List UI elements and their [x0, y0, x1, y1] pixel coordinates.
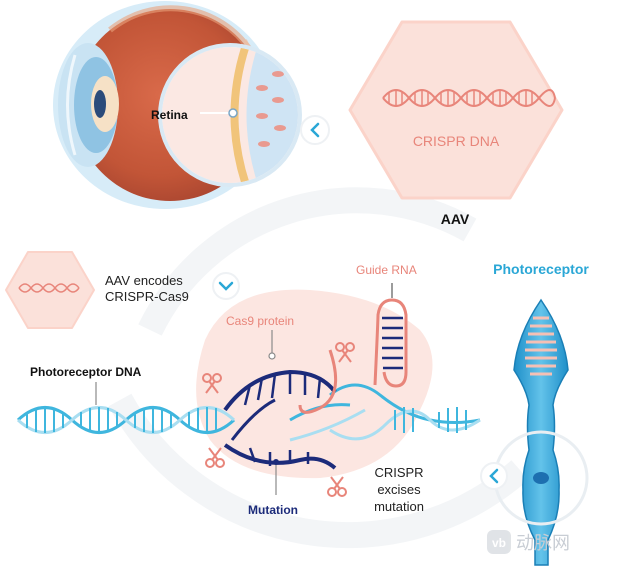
mutation-label: Mutation: [248, 503, 298, 517]
photoreceptor-cell: [493, 298, 589, 566]
chevron-down-icon[interactable]: [212, 272, 240, 300]
mutation-dna-segment: [223, 369, 366, 470]
aav-small-hexagon: [5, 251, 95, 329]
photoreceptor-dna-helix: [16, 383, 481, 441]
background-arcs: [108, 187, 529, 549]
cas9-protein-label: Cas9 protein: [226, 314, 294, 328]
photoreceptor-title: Photoreceptor: [493, 261, 589, 277]
photoreceptor-dna-label: Photoreceptor DNA: [30, 365, 142, 379]
small-dna-helix-icon: [18, 283, 80, 293]
watermark-logo-icon: vb: [487, 530, 511, 554]
guide-rna-label: Guide RNA: [356, 263, 417, 277]
guide-rna: [298, 283, 408, 414]
eye-illustration: [53, 1, 302, 209]
cas9-protein-blob: [196, 289, 433, 479]
crispr-excises-line2: excises: [377, 482, 421, 497]
leader-lines: [95, 330, 279, 495]
crispr-excises-line1: CRISPR: [374, 465, 423, 480]
crispr-dna-label: CRISPR DNA: [413, 133, 500, 149]
aav-hexagon: [348, 20, 564, 200]
crispr-excises-line3: mutation: [374, 499, 424, 514]
aav-encodes-line1: AAV encodes: [105, 273, 183, 288]
crispr-dna-helix-icon: [382, 89, 556, 107]
svg-text:vb: vb: [492, 536, 506, 550]
scissors-icon: [202, 342, 355, 497]
retina-label: Retina: [151, 108, 188, 122]
watermark-text: 动脉网: [516, 533, 570, 553]
aav-encodes-line2: CRISPR-Cas9: [105, 289, 189, 304]
aav-label: AAV: [441, 211, 470, 227]
chevron-left-icon[interactable]: [300, 115, 330, 145]
chevron-left-icon[interactable]: [480, 462, 508, 490]
